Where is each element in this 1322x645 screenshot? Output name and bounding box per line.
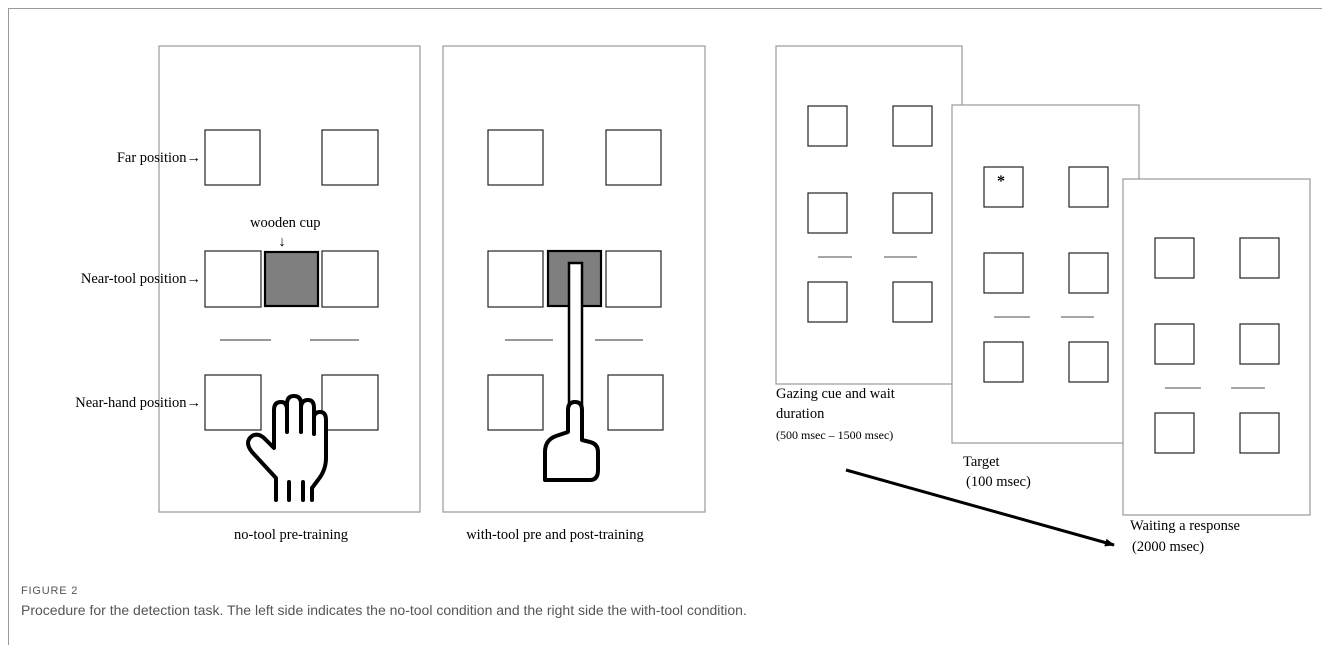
figure-frame-left — [8, 8, 9, 645]
wooden-cup-square — [263, 250, 320, 308]
far-left-square — [487, 129, 544, 186]
target-label: Target — [963, 454, 1000, 470]
square — [807, 281, 848, 323]
square — [1154, 323, 1195, 365]
near-hand-right-square — [321, 374, 379, 431]
near-tool-right-square — [605, 250, 662, 308]
cup-arrow: ↓ — [278, 234, 285, 250]
near-hand-position-label: Near-hand position→ — [75, 395, 201, 411]
figure-caption: Procedure for the detection task. The le… — [21, 602, 747, 618]
square — [1239, 237, 1280, 279]
procedure-diagram: wooden cup ↓ * — [75, 45, 1311, 555]
square — [1068, 166, 1109, 208]
response-screen — [1122, 178, 1311, 516]
target-marker: * — [997, 173, 1005, 190]
target-duration-label: (100 msec) — [966, 474, 1031, 490]
hand-icon — [246, 394, 328, 502]
square — [1154, 412, 1195, 454]
no-tool-panel-label: no-tool pre-training — [234, 527, 348, 543]
near-tool-position-label: Near-tool position→ — [81, 271, 201, 287]
near-hand-left-square — [487, 374, 544, 431]
figure-number: FIGURE 2 — [21, 585, 79, 597]
cue-screen — [775, 45, 963, 385]
cue-duration-label: (500 msec – 1500 msec) — [776, 428, 893, 442]
no-tool-panel: wooden cup ↓ — [158, 45, 421, 513]
near-tool-left-square — [487, 250, 544, 308]
square — [892, 281, 933, 323]
far-left-square — [204, 129, 261, 186]
square — [807, 105, 848, 147]
target-screen-frame — [951, 104, 1140, 444]
square — [1239, 412, 1280, 454]
square — [807, 192, 848, 234]
near-hand-right-square — [607, 374, 664, 431]
far-right-square — [321, 129, 379, 186]
square — [1068, 252, 1109, 294]
near-hand-left-square — [204, 374, 262, 431]
far-position-label: Far position→ — [117, 150, 201, 166]
response-screen-frame — [1122, 178, 1311, 516]
cup-label: wooden cup — [250, 215, 320, 231]
hand-holding-tool-icon — [543, 400, 600, 482]
near-tool-left-square — [204, 250, 262, 308]
square — [892, 192, 933, 234]
square — [983, 252, 1024, 294]
cue-screen-frame — [775, 45, 963, 385]
square — [1068, 341, 1109, 383]
target-square — [983, 166, 1024, 208]
response-duration-label: (2000 msec) — [1132, 539, 1204, 555]
response-label: Waiting a response — [1130, 518, 1240, 534]
square — [1154, 237, 1195, 279]
figure-frame-top — [8, 8, 1322, 9]
square — [892, 105, 933, 147]
with-tool-panel-label: with-tool pre and post-training — [466, 527, 644, 543]
cue-label-line1: Gazing cue and wait — [776, 386, 895, 402]
square — [983, 341, 1024, 383]
square — [1239, 323, 1280, 365]
target-screen: * — [951, 104, 1140, 444]
far-right-square — [605, 129, 662, 186]
time-arrow — [845, 468, 1115, 547]
near-tool-right-square — [321, 250, 379, 308]
with-tool-panel — [442, 45, 706, 513]
cue-label-line2: duration — [776, 406, 825, 422]
